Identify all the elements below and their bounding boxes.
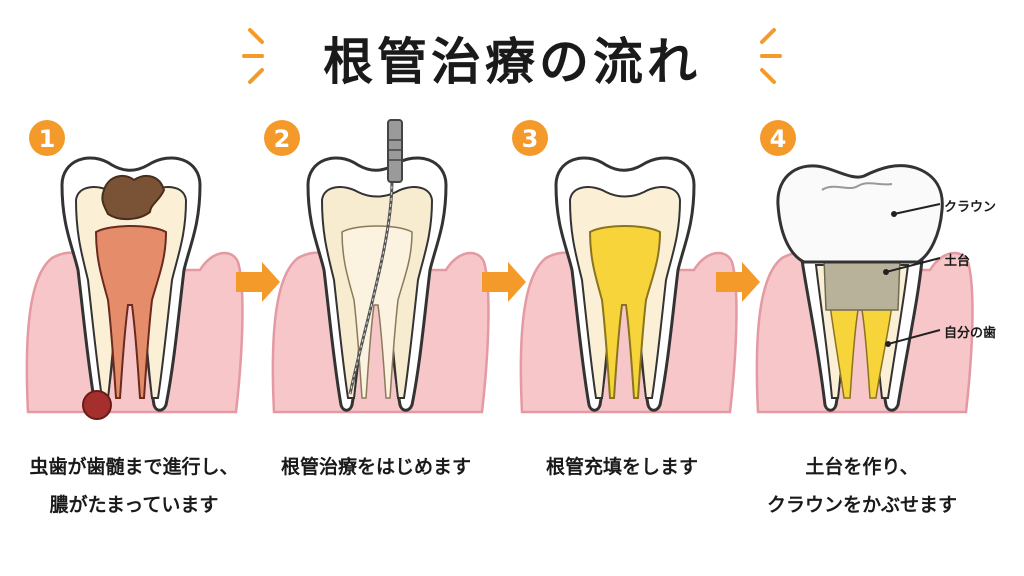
- root-canal-filling: [588, 225, 662, 399]
- step-3-badge: [512, 120, 548, 156]
- label-crown: クラウン: [944, 200, 997, 215]
- step-2-caption: 根管治療をはじめます: [256, 448, 496, 486]
- step-2-illustration: 2: [264, 119, 490, 414]
- title-decoration-left: [242, 28, 264, 84]
- endodontic-file-icon: [387, 119, 403, 183]
- label-core: 土台: [944, 254, 971, 269]
- caption-line: 膿がたまっています: [49, 494, 219, 516]
- label-own-tooth: 自分の歯: [944, 326, 997, 341]
- step-1-caption: 虫歯が歯髄まで進行し、 膿がたまっています: [14, 448, 254, 524]
- arrow-1-icon: [236, 262, 280, 302]
- core-buildup: [823, 257, 901, 311]
- step-4-number: 4: [770, 125, 787, 153]
- arrow-2-icon: [482, 262, 526, 302]
- step-4-badge: [760, 120, 796, 156]
- caption-line: 虫歯が歯髄まで進行し、: [29, 456, 239, 478]
- step-1-illustration: 1: [25, 120, 244, 420]
- step-1-number: 1: [39, 125, 56, 153]
- caption-line: 土台を作り、: [805, 456, 919, 478]
- step-2-badge: [264, 120, 300, 156]
- arrow-3-icon: [716, 262, 760, 302]
- caption-line: 根管充填をします: [545, 456, 698, 478]
- caption-line: クラウンをかぶせます: [766, 494, 957, 516]
- step-1-badge: [29, 120, 65, 156]
- step-2-number: 2: [274, 125, 291, 153]
- caption-line: 根管治療をはじめます: [280, 456, 471, 478]
- step-4-illustration: 4: [755, 120, 974, 414]
- step-3-illustration: 3: [512, 120, 738, 414]
- inflamed-pulp: [94, 225, 168, 399]
- own-tooth-leader-line: [887, 329, 941, 345]
- abscess: [82, 390, 112, 420]
- decay: [101, 174, 166, 220]
- crown: [776, 164, 944, 264]
- step-4-caption: 土台を作り、 クラウンをかぶせます: [742, 448, 982, 524]
- page-title: 根管治療の流れ: [323, 33, 701, 91]
- title-decoration-right: [760, 28, 782, 84]
- step-3-number: 3: [522, 125, 539, 153]
- step-3-caption: 根管充填をします: [502, 448, 742, 486]
- crown-leader-line: [893, 203, 941, 215]
- core-leader-line: [885, 257, 941, 273]
